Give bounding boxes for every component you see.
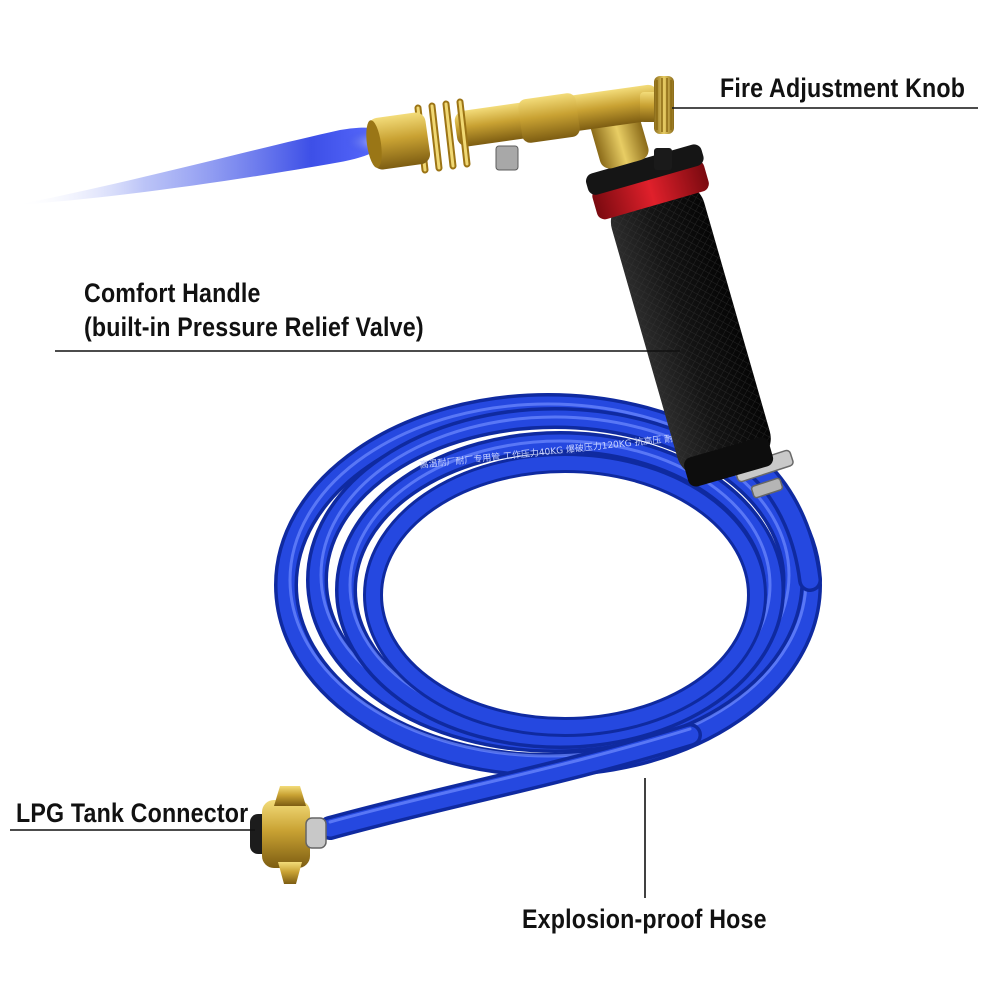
label-lpg-tank-connector-text: LPG Tank Connector (16, 798, 249, 828)
label-explosion-proof-hose: Explosion-proof Hose (522, 902, 767, 936)
label-comfort-handle-title: Comfort Handle (84, 278, 261, 308)
label-comfort-handle-subtitle: (built-in Pressure Relief Valve) (84, 312, 424, 342)
label-lpg-tank-connector: LPG Tank Connector (16, 796, 248, 830)
lpg-tank-connector (250, 786, 327, 884)
fire-adjustment-knob (654, 76, 674, 134)
flame (15, 127, 390, 205)
leader-lines (10, 107, 978, 898)
label-comfort-handle: Comfort Handle (built-in Pressure Relief… (84, 276, 424, 344)
comfort-handle (585, 144, 774, 487)
label-fire-adjustment-knob: Fire Adjustment Knob (720, 71, 965, 105)
hose (274, 393, 822, 840)
label-fire-adjustment-knob-text: Fire Adjustment Knob (720, 73, 966, 103)
torch-body (366, 76, 674, 174)
label-explosion-proof-hose-text: Explosion-proof Hose (522, 904, 767, 934)
